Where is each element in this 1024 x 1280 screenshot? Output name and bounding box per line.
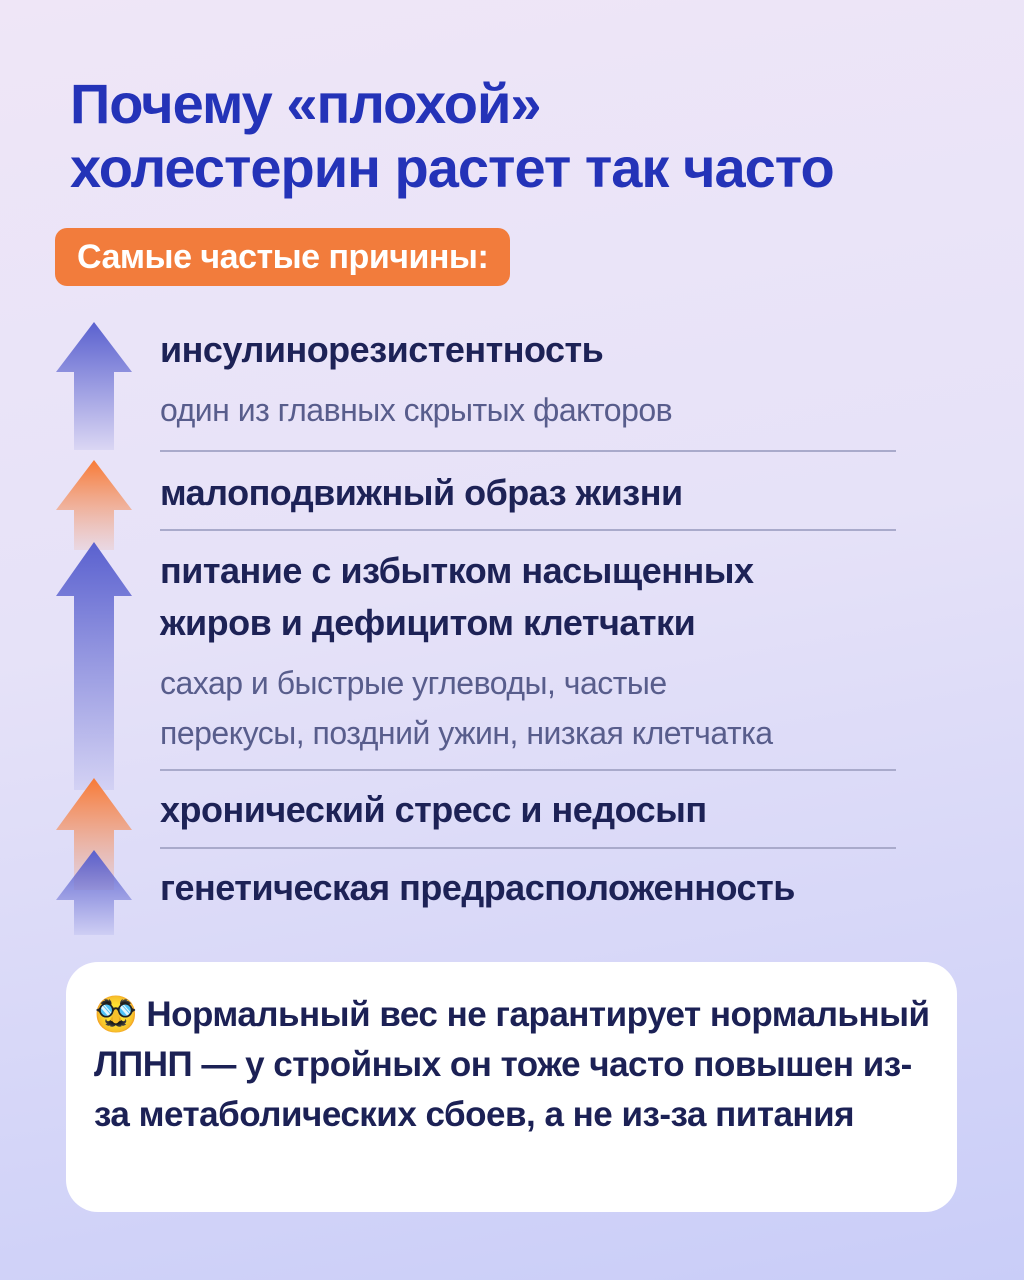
arrow-up-icon <box>56 460 132 550</box>
note-card: 🥸 Нормальный вес не гарантирует нормальн… <box>66 962 957 1212</box>
divider <box>160 847 896 849</box>
title-line: холестерин растет так часто <box>70 136 835 199</box>
cause-title: инсулинорезистентность <box>160 329 604 370</box>
cause-title: питание с избытком насыщенных <box>160 550 754 591</box>
arrow-up-icon <box>56 322 132 450</box>
cause-note: один из главных скрытых факторов <box>160 392 673 428</box>
note-body: Нормальный вес не гарантирует нормальный… <box>94 995 930 1134</box>
cause-title: хронический стресс и недосып <box>160 789 707 830</box>
divider <box>160 450 896 452</box>
divider <box>160 769 896 771</box>
arrow-up-icon <box>56 778 132 890</box>
arrows-decoration <box>56 322 132 935</box>
disguised-face-icon: 🥸 <box>94 995 138 1034</box>
cause-title: генетическая предрасположенность <box>160 867 795 908</box>
cause-note: сахар и быстрые углеводы, частые <box>160 665 667 701</box>
arrow-up-icon <box>56 850 132 935</box>
note-text: 🥸 Нормальный вес не гарантирует нормальн… <box>94 990 944 1140</box>
title-line: Почему «плохой» <box>70 72 542 135</box>
causes-badge: Самые частые причины: <box>55 228 511 286</box>
cause-title: жиров и дефицитом клетчатки <box>160 602 696 643</box>
cause-note: перекусы, поздний ужин, низкая клетчатка <box>160 715 773 751</box>
divider <box>160 529 896 531</box>
cause-title: малоподвижный образ жизни <box>160 472 683 513</box>
arrow-up-icon <box>56 542 132 790</box>
page-title: Почему «плохой» холестерин растет так ча… <box>70 72 835 200</box>
